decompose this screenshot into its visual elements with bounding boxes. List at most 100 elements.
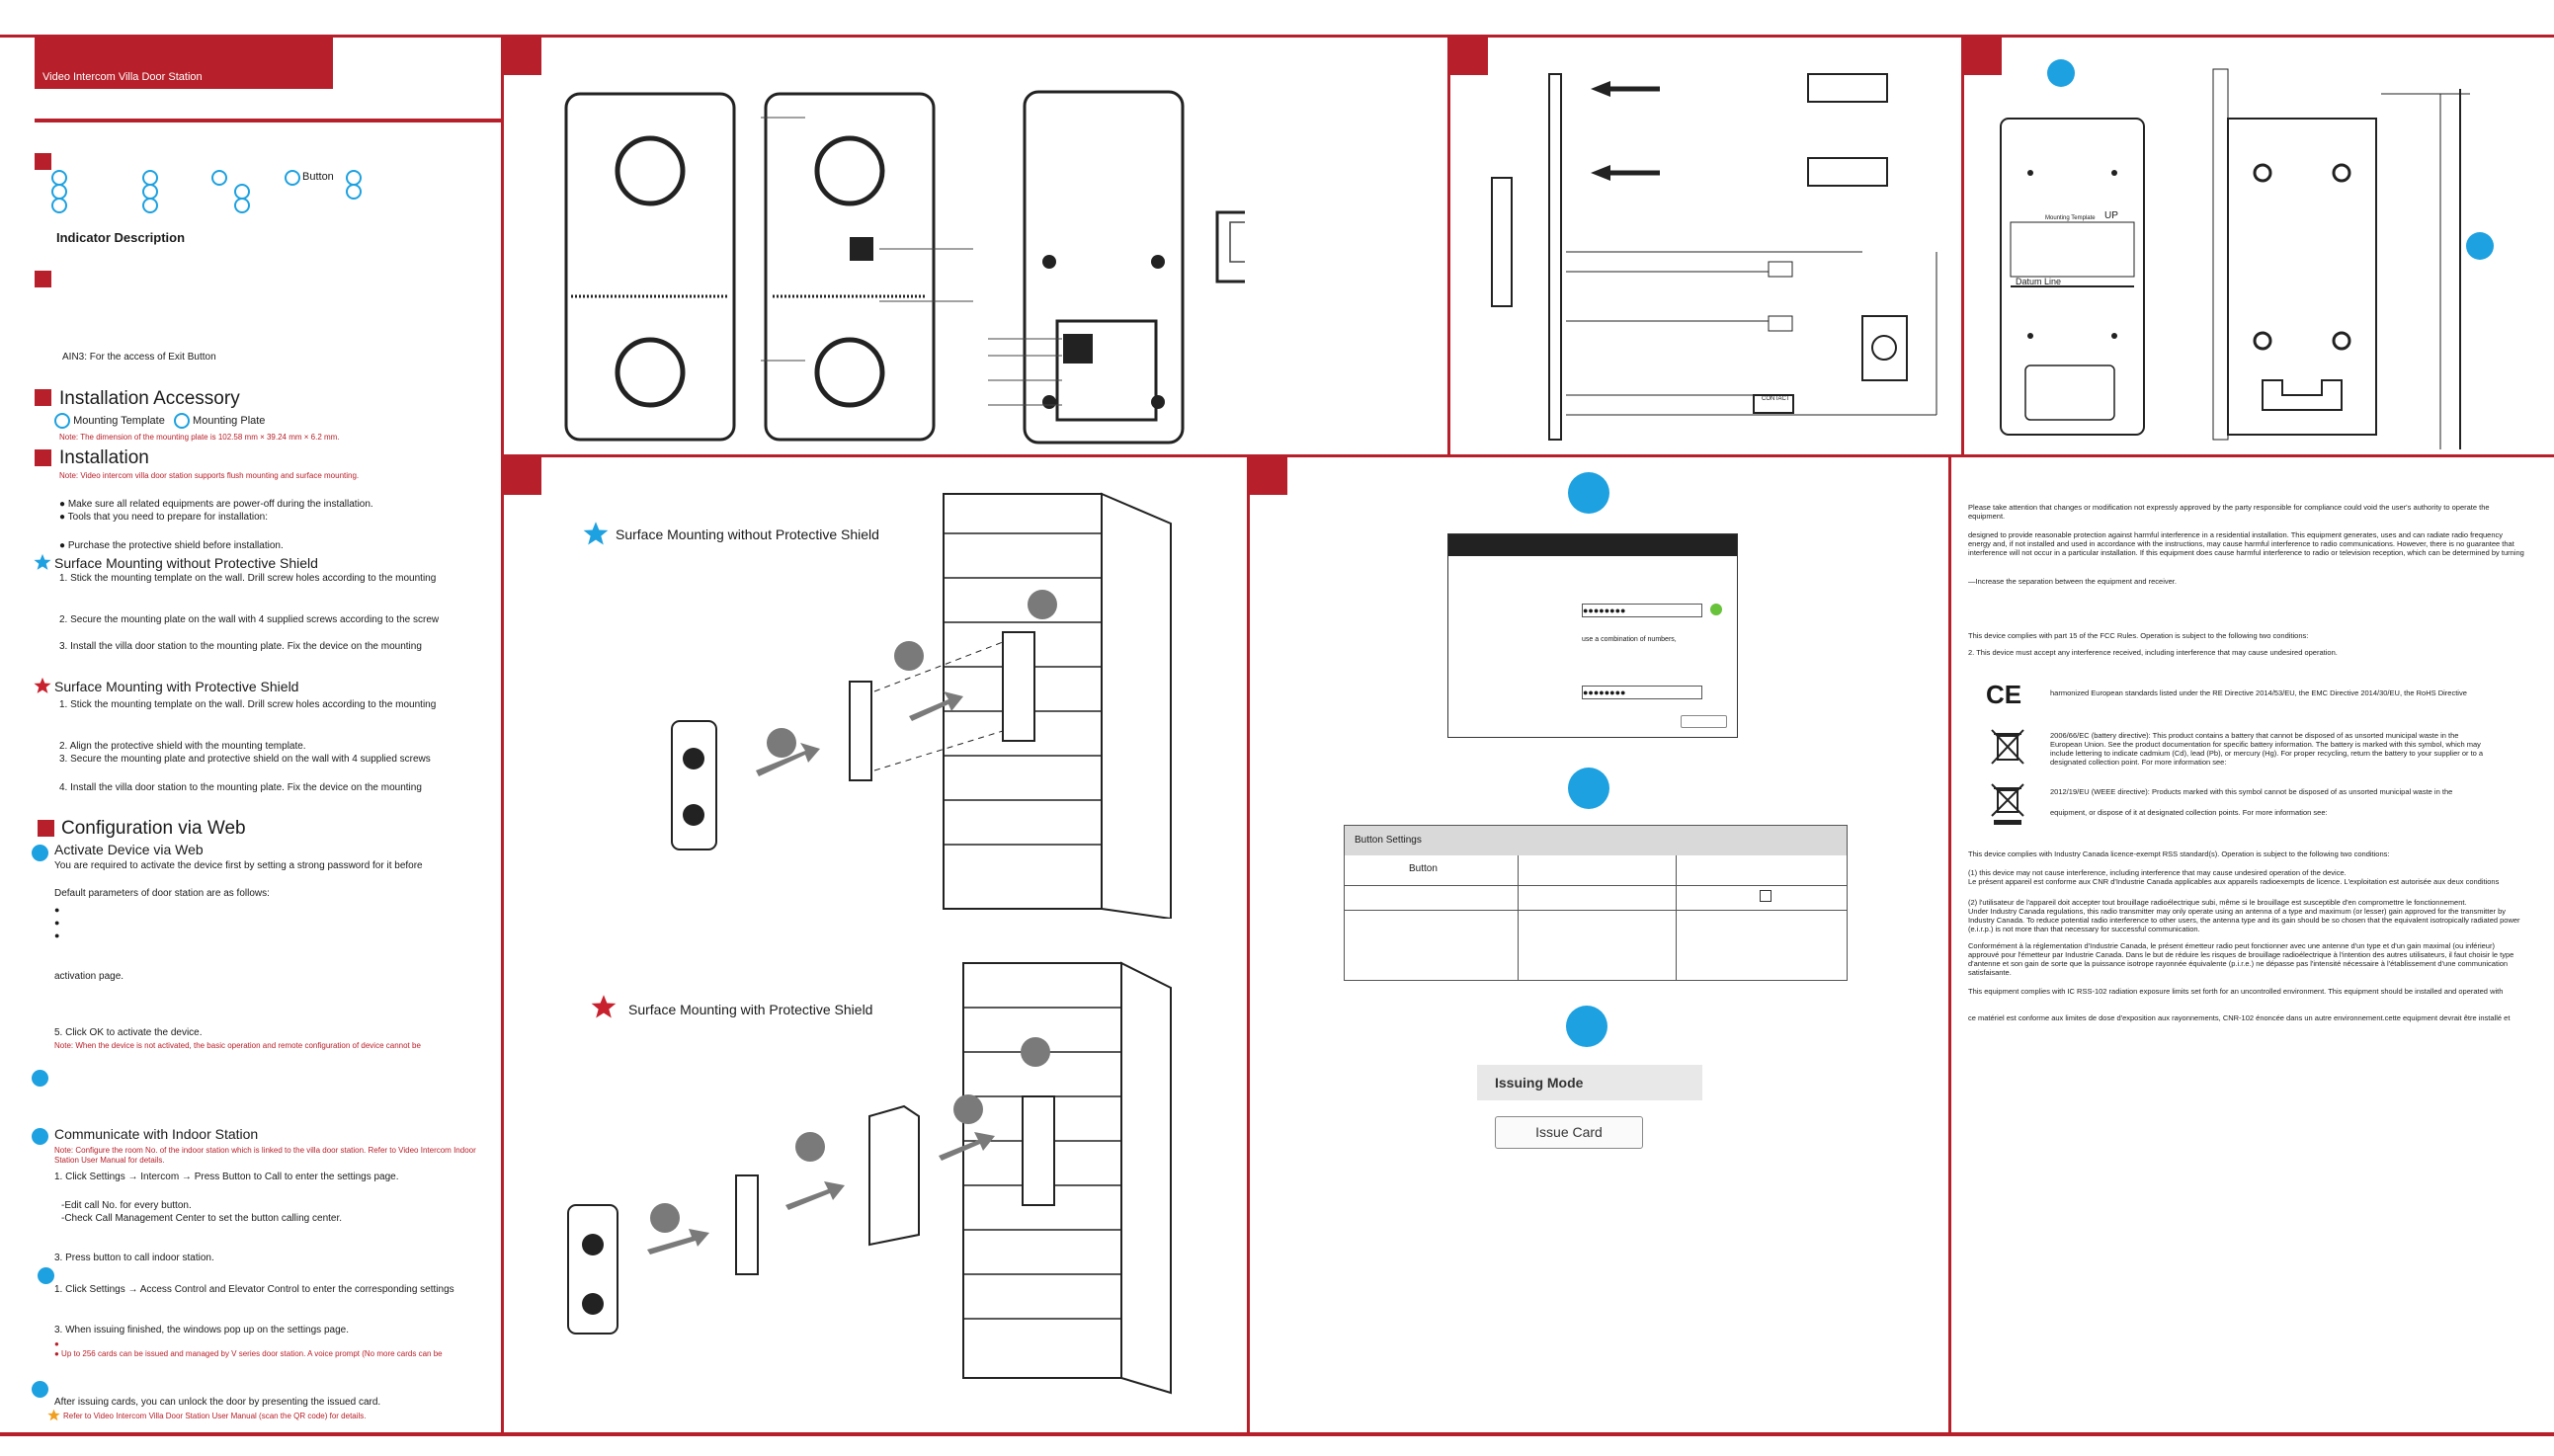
section-tab: [504, 38, 541, 75]
section-tab: [1450, 38, 1488, 75]
accessory-heading: Installation Accessory: [59, 388, 240, 409]
step-dot: [1021, 1037, 1050, 1067]
template-up: UP: [2104, 210, 2118, 221]
param-bullets: ●●●: [54, 905, 60, 940]
reg-p2: designed to provide reasonable protectio…: [1968, 530, 2524, 557]
section-marker: [38, 820, 54, 837]
wiring-diagram: [1491, 73, 1937, 441]
section-tab: [1250, 457, 1287, 495]
reg-p3: —Increase the separation between the equ…: [1968, 577, 2177, 586]
section-marker: [35, 389, 51, 406]
communicate-heading: Communicate with Indoor Station: [54, 1126, 259, 1142]
section-tab: [504, 457, 541, 495]
reg-p4: This device complies with part 15 of the…: [1968, 631, 2309, 640]
confirm-field[interactable]: ●●●●●●●●: [1582, 686, 1702, 699]
activate-heading: Activate Device via Web: [54, 842, 204, 857]
red-star-icon: [591, 995, 617, 1018]
issuing-mode-label: Issuing Mode: [1495, 1075, 1584, 1091]
step-dot: [2047, 59, 2075, 87]
surface-shield-heading: Surface Mounting with Protective Shield: [54, 679, 299, 694]
issue-card-button[interactable]: Issue Card: [1495, 1116, 1643, 1149]
password-field[interactable]: ●●●●●●●●: [1582, 604, 1702, 617]
no-shield-title: Surface Mounting without Protective Shie…: [616, 526, 879, 542]
no-shield-step: 3. Install the villa door station to the…: [59, 641, 422, 652]
accessory-list: Mounting Template Mounting Plate: [54, 413, 265, 429]
password-hint: use a combination of numbers,: [1582, 636, 1677, 643]
indicator-heading: Indicator Description: [56, 230, 186, 245]
reg-weee2: equipment, or dispose of it at designate…: [2050, 808, 2328, 817]
dialog-titlebar: [1448, 534, 1737, 556]
accessory-item: Mounting Plate: [193, 414, 266, 427]
regulatory-text: Please take attention that changes or mo…: [1968, 503, 2526, 657]
page-title: Video Intercom Villa Door Station: [42, 71, 203, 83]
orange-star-icon: [47, 1409, 60, 1421]
shield-title: Surface Mounting with Protective Shield: [628, 1002, 873, 1017]
shield-step: 3. Secure the mounting plate and protect…: [59, 754, 431, 765]
prep-item: ● Tools that you need to prepare for ins…: [59, 512, 268, 523]
reg-ic7: This equipment complies with IC RSS-102 …: [1968, 987, 2504, 996]
issue-card-label: Issue Card: [1535, 1124, 1603, 1140]
step-dot: [894, 641, 924, 671]
battery-bin-icon: [1991, 729, 2024, 765]
card-step3: 3. When issuing finished, the windows po…: [54, 1325, 349, 1335]
step-dot: [32, 845, 48, 861]
reg-ic3: Le présent appareil est conforme aux CNR…: [1968, 877, 2500, 886]
template-label: Mounting Template: [2045, 215, 2096, 221]
check-icon: [1710, 604, 1722, 615]
call-center-checkbox[interactable]: [1760, 890, 1771, 902]
indicator-bullets: Button: [51, 170, 368, 214]
card-note-text: ● Up to 256 cards can be issued and mana…: [54, 1349, 443, 1358]
reg-ic4: (2) l'utilisateur de l'appareil doit acc…: [1968, 898, 2467, 907]
accessory-item: Mounting Template: [73, 414, 165, 427]
ok-button[interactable]: [1681, 715, 1727, 728]
step-dot: [2466, 232, 2494, 260]
step-dot: [650, 1203, 680, 1233]
header-banner: Video Intercom Villa Door Station: [35, 38, 333, 89]
button-label: Button: [302, 171, 334, 183]
shield-step: 4. Install the villa door station to the…: [59, 782, 422, 793]
accessory-note: Note: The dimension of the mounting plat…: [59, 433, 340, 442]
table-title: Button Settings: [1345, 826, 1847, 855]
comm-step1: 1. Click Settings → Intercom → Press But…: [54, 1172, 399, 1182]
reg-ic2: (1) this device may not cause interferen…: [1968, 868, 2347, 877]
contact-label: CONTACT: [1762, 396, 1790, 402]
device-front-diagram: [564, 90, 1245, 445]
activation-dialog: ●●●●●●●● use a combination of numbers, ●…: [1447, 533, 1738, 738]
activate-text: You are required to activate the device …: [54, 860, 423, 871]
step5: 5. Click OK to activate the device.: [54, 1027, 203, 1038]
step-dot: [1568, 768, 1609, 809]
card-step1: 1. Click Settings → Access Control and E…: [54, 1284, 454, 1295]
reg-battery: 2006/66/EC (battery directive): This pro…: [2050, 731, 2484, 767]
step-dot: [953, 1094, 983, 1124]
section-marker: [35, 271, 51, 287]
installation-note: Note: Video intercom villa door station …: [59, 471, 360, 480]
surface-no-shield-heading: Surface Mounting without Protective Shie…: [54, 555, 318, 571]
reg-p5: 2. This device must accept any interfere…: [1968, 648, 2338, 657]
refer-note: Refer to Video Intercom Villa Door Stati…: [63, 1412, 367, 1420]
table-header-row: Button: [1345, 855, 1847, 886]
blue-star-icon: [34, 553, 51, 570]
section-tab: [1964, 38, 2002, 75]
no-shield-step: 2. Secure the mounting plate on the wall…: [59, 614, 440, 625]
blue-star-icon: [583, 522, 609, 545]
config-heading: Configuration via Web: [61, 818, 246, 839]
button-column-header: Button: [1409, 863, 1438, 874]
reg-ic6: Conformément à la réglementation d'Indus…: [1968, 941, 2514, 977]
step-dot: [38, 1267, 54, 1284]
step-dot: [32, 1070, 48, 1087]
issuing-mode-row: Issuing Mode: [1477, 1065, 1702, 1100]
step-dot: [767, 728, 796, 758]
after-issuing: After issuing cards, you can unlock the …: [54, 1397, 381, 1408]
wall-mount-shield-diagram: [567, 961, 1172, 1395]
weee-bin-icon: [1991, 783, 2024, 825]
shield-step: 2. Align the protective shield with the …: [59, 741, 306, 752]
activation-page: activation page.: [54, 971, 124, 982]
step-dot: [1566, 1006, 1607, 1047]
comm-sub: -Check Call Management Center to set the…: [61, 1213, 343, 1224]
ce-mark-icon: CE: [1986, 680, 2022, 709]
step-dot: [795, 1132, 825, 1162]
communicate-note: Note: Configure the room No. of the indo…: [54, 1146, 476, 1165]
purchase-item: ● Purchase the protective shield before …: [59, 540, 284, 551]
reg-weee: 2012/19/EU (WEEE directive): Products ma…: [2050, 787, 2453, 796]
industry-canada-text: This device complies with Industry Canad…: [1968, 849, 2526, 1022]
